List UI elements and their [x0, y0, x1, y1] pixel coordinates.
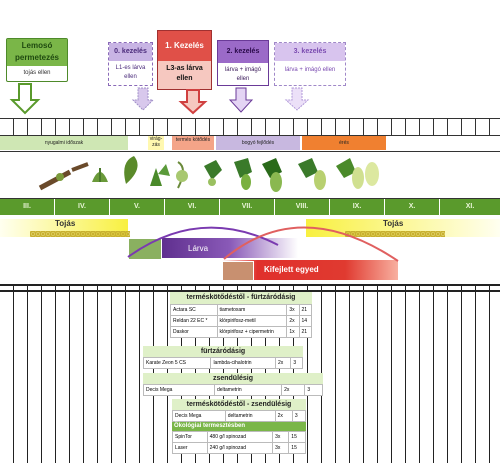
month-11: XI. — [465, 203, 475, 210]
phase-eres: érés — [302, 136, 386, 150]
k2-arrow — [228, 87, 254, 113]
adult-bar — [222, 260, 398, 280]
fruit-set-icon — [204, 160, 222, 186]
k0-arrow — [131, 87, 155, 111]
table2-title: fürtzáródásig — [143, 346, 303, 357]
k1-title: 1. Kezelés — [158, 31, 211, 61]
adult-label: Kifejlett egyed — [264, 265, 319, 274]
ripening-icon — [336, 158, 364, 189]
lifecycle-area: Tojás Tojás Lárva Kifejlett egyed — [0, 215, 500, 287]
month-3: III. — [0, 199, 55, 215]
k2-sub: lárva + imágó ellen — [224, 67, 262, 82]
k3-box: 3. kezelés lárva + imágó ellen — [274, 42, 346, 86]
leaves-icon — [150, 164, 170, 186]
shoot-icon — [124, 156, 138, 184]
larva-photo — [128, 238, 162, 260]
k1-box: 1. Kezelés L3-as lárva ellen — [157, 30, 212, 90]
table-termeskotodes-furtzaras: terméskötődéstől - fürtzáródásig Actara … — [170, 292, 313, 338]
adult-photo — [222, 261, 254, 281]
month-9: IX. — [330, 199, 385, 215]
table-termeskotodes-zsendules: terméskötődéstől - zsendülésig Decis Meg… — [172, 399, 307, 454]
budburst-icon — [92, 168, 108, 182]
month-5: V. — [110, 199, 165, 215]
k3-arrow — [284, 87, 310, 111]
egg-label-left: Tojás — [55, 219, 76, 228]
flowering-icon — [176, 161, 188, 189]
vine-cane-icon — [38, 162, 89, 191]
k0-sub: L1-es lárva ellen — [115, 65, 146, 80]
grape-growth-stages — [38, 156, 379, 192]
month-8: VIII. — [275, 199, 330, 215]
lemoso-sub: tojás ellen — [23, 70, 51, 76]
lemoso-box: Lemosó permetezés tojás ellen — [6, 38, 68, 82]
table4-title: terméskötődéstől - zsendülésig — [172, 399, 306, 410]
egg-label-right: Tojás — [383, 219, 404, 228]
k2-box: 2. kezelés lárva + imágó ellen — [217, 40, 269, 86]
larva-label: Lárva — [188, 244, 209, 253]
table3-title: zsendülésig — [143, 373, 323, 384]
veraison-icon — [298, 158, 326, 190]
month-7: VII. — [220, 199, 275, 215]
berry-growth-icon — [234, 158, 252, 190]
phase-bogyo: bogyó fejlődés — [216, 136, 300, 150]
month-6: VI. — [165, 199, 220, 215]
larva-curve — [127, 226, 279, 258]
lemoso-title: Lemosó permetezés — [7, 39, 67, 66]
egg-chain-right — [345, 231, 445, 237]
k0-title: 0. kezelés — [109, 43, 152, 61]
harvest-icon — [365, 162, 379, 186]
egg-chain-left — [30, 231, 130, 237]
k1-sub: L3-as lárva ellen — [166, 65, 203, 82]
phase-nyugalmi: nyugalmi időszak — [0, 136, 128, 150]
table4-subtitle: Ökológiai termesztésben — [172, 422, 306, 431]
k0-box: 0. kezelés L1-es lárva ellen — [108, 42, 153, 86]
larva-bar — [128, 238, 298, 258]
lemoso-arrow — [9, 83, 41, 115]
month-row: III. IV. V. VI. VII. VIII. IX. X. XI. — [0, 198, 500, 216]
table1-title: terméskötődéstől - fürtzáródásig — [170, 292, 312, 304]
k3-title: 3. kezelés — [275, 43, 345, 61]
bunch-closure-icon — [262, 158, 282, 192]
phase-virag: virág-zás — [148, 136, 164, 150]
month-4: IV. — [55, 199, 110, 215]
k1-arrow — [178, 89, 208, 115]
phase-bar: nyugalmi időszak virág-zás termés kötődé… — [0, 118, 500, 152]
population-curves — [127, 226, 399, 262]
phase-termes: termés kötődés — [172, 136, 214, 150]
k3-sub: lárva + imágó ellen — [284, 67, 336, 73]
adult-curve — [223, 226, 399, 262]
month-10: X. — [385, 199, 440, 215]
k2-title: 2. kezelés — [218, 41, 268, 63]
